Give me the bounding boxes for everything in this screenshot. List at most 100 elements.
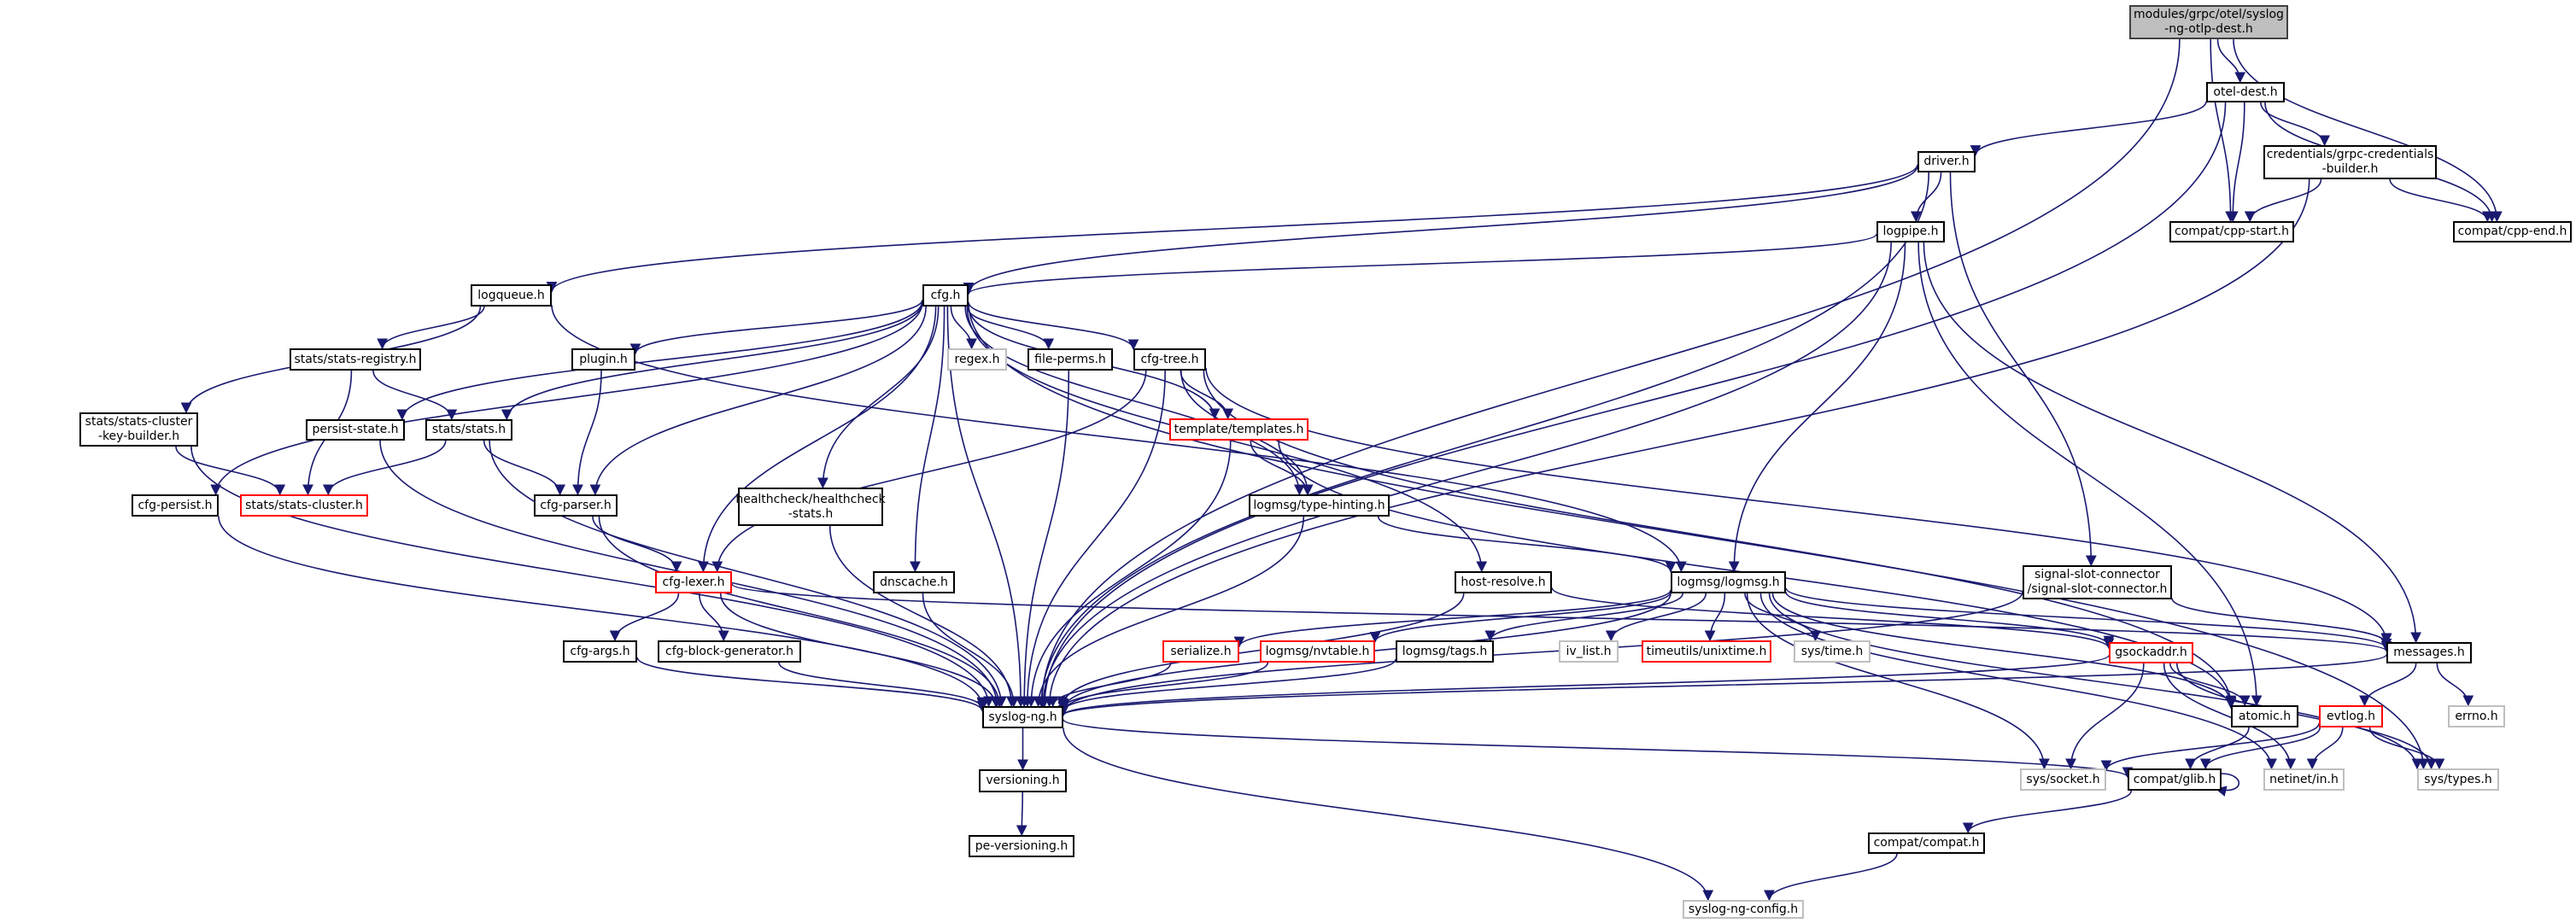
graph-node-glib[interactable]: compat/glib.h	[2128, 768, 2222, 791]
edge-root-to-cpp-start	[2210, 38, 2237, 223]
edge-evtlog-to-netinet-in	[2306, 727, 2344, 770]
graph-node-unixtime[interactable]: timeutils/unixtime.h	[1642, 640, 1771, 663]
edge-nvtable-to-syslog-ng	[1057, 662, 1269, 710]
graph-node-stats-registry[interactable]: stats/stats-registry.h	[290, 348, 421, 371]
graph-node-plugin[interactable]: plugin.h	[571, 348, 635, 371]
graph-node-cfg-block-gen[interactable]: cfg-block-generator.h	[658, 640, 801, 663]
graph-node-driver[interactable]: driver.h	[1917, 151, 1976, 172]
node-label: errno.h	[2455, 709, 2498, 723]
edge-cfg-args-to-syslog-ng	[636, 657, 988, 712]
graph-node-compat[interactable]: compat/compat.h	[1868, 832, 1985, 854]
graph-node-cpp-end[interactable]: compat/cpp-end.h	[2453, 221, 2572, 242]
graph-node-messages[interactable]: messages.h	[2386, 642, 2472, 663]
edge-logqueue-to-logmsg	[551, 305, 1687, 573]
edge-gsockaddr-to-sys-socket	[2065, 663, 2145, 770]
edge-otel-dest-to-syslog-ng	[1039, 102, 2227, 708]
edge-cfg-to-dnscache	[910, 306, 946, 573]
edge-cfg-block-gen-to-syslog-ng	[778, 662, 988, 710]
graph-node-dnscache[interactable]: dnscache.h	[873, 571, 955, 593]
graph-node-cfg-args[interactable]: cfg-args.h	[563, 640, 637, 663]
node-label: cfg-lexer.h	[662, 575, 725, 589]
graph-node-stats[interactable]: stats/stats.h	[425, 419, 512, 441]
node-label: sys/socket.h	[2026, 772, 2100, 786]
graph-node-tags[interactable]: logmsg/tags.h	[1396, 640, 1494, 663]
graph-node-templates[interactable]: template/templates.h	[1169, 418, 1308, 441]
edge-gsockaddr-to-atomic	[2169, 663, 2251, 707]
graph-node-sys-time: sys/time.h	[1794, 640, 1871, 663]
edge-cfg-lexer-to-cfg-args	[609, 593, 680, 642]
edge-creds-to-syslog-ng	[1044, 178, 2310, 708]
graph-node-logqueue[interactable]: logqueue.h	[471, 284, 552, 307]
graph-node-cfg-lexer[interactable]: cfg-lexer.h	[655, 571, 732, 593]
node-label: template/templates.h	[1174, 422, 1304, 436]
node-label: messages.h	[2393, 646, 2465, 659]
edge-logmsg-to-unixtime	[1704, 593, 1726, 642]
edge-cfg-lexer-to-messages	[731, 583, 2392, 652]
graph-node-versioning[interactable]: versioning.h	[979, 769, 1067, 792]
graph-node-cpp-start[interactable]: compat/cpp-start.h	[2169, 221, 2294, 242]
edge-root-to-syslog-ng	[1036, 38, 2181, 708]
edge-cfg-parser-to-cfg-lexer	[592, 516, 682, 573]
edge-cfg-to-sys-types	[968, 302, 2429, 770]
graph-node-pe-versioning[interactable]: pe-versioning.h	[969, 835, 1074, 857]
graph-node-stats-cluster[interactable]: stats/stats-cluster.h	[240, 494, 368, 517]
node-label: compat/cpp-end.h	[2457, 225, 2567, 238]
graph-node-otel-dest[interactable]: otel-dest.h	[2206, 82, 2285, 102]
edge-key-builder-to-syslog-ng	[190, 446, 994, 708]
node-label: dnscache.h	[880, 575, 948, 589]
graph-node-evtlog[interactable]: evtlog.h	[2319, 705, 2383, 727]
graph-node-signal-slot[interactable]: signal-slot-connector /signal-slot-conne…	[2023, 565, 2172, 599]
edge-cfg-to-file-perms	[966, 306, 1055, 350]
edge-otel-dest-to-cpp-start	[2227, 102, 2245, 223]
node-label: host-resolve.h	[1461, 575, 1546, 589]
graph-node-serialize[interactable]: serialize.h	[1162, 640, 1239, 663]
graph-node-nvtable[interactable]: logmsg/nvtable.h	[1260, 640, 1375, 663]
graph-node-cfg-persist[interactable]: cfg-persist.h	[132, 494, 219, 517]
node-label: driver.h	[1923, 155, 1970, 168]
graph-node-healthcheck[interactable]: healthcheck/healthcheck -stats.h	[735, 488, 886, 526]
edge-cfg-lexer-to-syslog-ng	[719, 593, 1002, 708]
graph-node-persist-state[interactable]: persist-state.h	[306, 419, 405, 441]
graph-node-syslog-ng[interactable]: syslog-ng.h	[982, 706, 1063, 728]
edge-cfg-to-cfg-persist	[210, 301, 923, 496]
edge-stats-to-cfg-parser	[483, 440, 566, 496]
node-label: healthcheck/healthcheck -stats.h	[735, 492, 886, 521]
node-label: gsockaddr.h	[2115, 646, 2187, 659]
graph-node-cfg-tree[interactable]: cfg-tree.h	[1133, 348, 1206, 371]
graph-node-atomic[interactable]: atomic.h	[2231, 705, 2298, 727]
graph-node-logmsg[interactable]: logmsg/logmsg.h	[1671, 571, 1786, 593]
graph-node-creds[interactable]: credentials/grpc-credentials -builder.h	[2263, 145, 2437, 179]
edge-logmsg-to-gsockaddr	[1785, 591, 2115, 647]
graph-node-cfg[interactable]: cfg.h	[922, 284, 969, 307]
edge-templates-to-type-hinting	[1250, 440, 1314, 496]
edge-cfg-to-cfg-lexer	[698, 306, 937, 573]
node-label: logmsg/tags.h	[1402, 644, 1488, 658]
node-label: cfg-tree.h	[1140, 352, 1199, 366]
edge-messages-to-evtlog	[2359, 663, 2417, 707]
edge-evtlog-to-sys-types	[2368, 727, 2445, 770]
edge-key-builder-to-stats-cluster	[175, 446, 286, 496]
edge-creds-to-cpp-start	[2244, 178, 2322, 223]
graph-node-host-resolve[interactable]: host-resolve.h	[1455, 571, 1552, 593]
graph-node-regex: regex.h	[947, 348, 1007, 371]
edge-logmsg-to-atomic	[1771, 593, 2237, 710]
node-label: cfg-args.h	[570, 644, 630, 658]
graph-node-cfg-parser[interactable]: cfg-parser.h	[534, 494, 618, 517]
graph-node-key-builder[interactable]: stats/stats-cluster -key-builder.h	[79, 412, 198, 447]
node-label: atomic.h	[2238, 709, 2292, 723]
graph-node-type-hinting[interactable]: logmsg/type-hinting.h	[1249, 494, 1390, 517]
edge-logmsg-to-serialize	[1233, 589, 1671, 648]
node-label: file-perms.h	[1034, 352, 1106, 366]
edge-cfg-to-stats	[501, 301, 923, 421]
graph-node-logpipe[interactable]: logpipe.h	[1876, 221, 1945, 242]
graph-node-sys-socket: sys/socket.h	[2020, 768, 2106, 791]
edge-gsockaddr-to-sys-types	[2175, 663, 2437, 770]
graph-node-file-perms[interactable]: file-perms.h	[1027, 348, 1113, 371]
node-label: sys/time.h	[1800, 644, 1864, 658]
edge-cfg-lexer-to-cfg-block-gen	[698, 593, 729, 642]
edge-logmsg-to-nvtable	[1369, 592, 1671, 643]
edge-file-perms-to-syslog-ng	[1018, 370, 1070, 708]
graph-node-gsockaddr[interactable]: gsockaddr.h	[2109, 642, 2193, 663]
edge-cfg-to-syslog-ng	[946, 306, 1027, 708]
edge-cfg-parser-to-syslog-ng	[598, 516, 1005, 708]
